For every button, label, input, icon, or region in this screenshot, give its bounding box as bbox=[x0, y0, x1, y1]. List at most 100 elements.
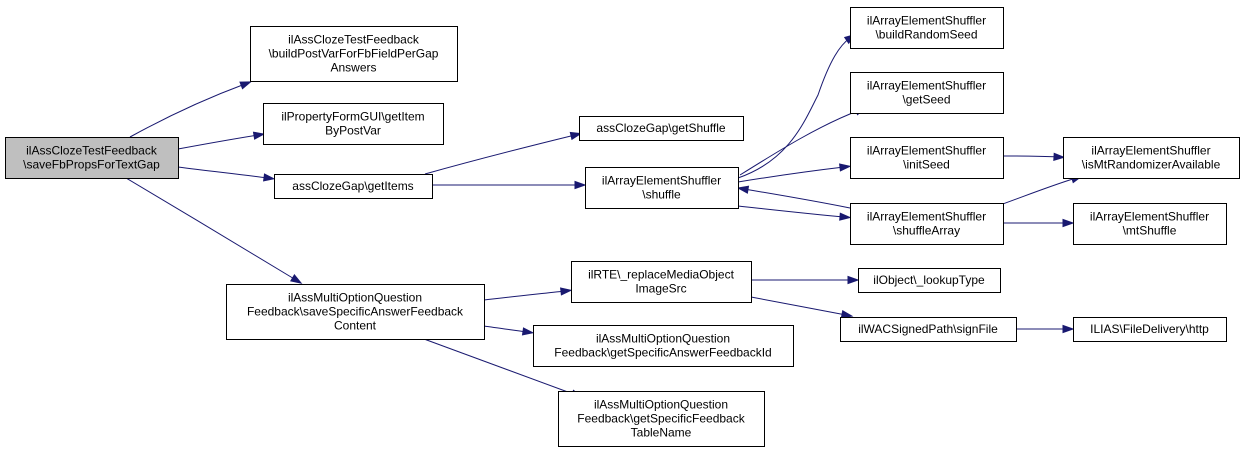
call-graph-nodes: ilAssClozeTestFeedback\saveFbPropsForTex… bbox=[5, 7, 1240, 447]
node-box bbox=[850, 72, 1004, 114]
edge-arrowhead bbox=[840, 310, 854, 319]
node-label-line: ilAssClozeTestFeedback bbox=[288, 33, 420, 47]
edge-arrowhead bbox=[736, 185, 750, 194]
node-label-line: ilArrayElementShuffler bbox=[602, 174, 721, 188]
edge-arrowhead bbox=[560, 287, 573, 296]
edge-root-to-getItems bbox=[177, 166, 276, 182]
node-label-line: \shuffle bbox=[642, 188, 681, 202]
node-lookupType[interactable]: ilObject\_lookupType bbox=[858, 268, 1001, 293]
edge-line bbox=[739, 109, 861, 176]
node-label-line: ilArrayElementShuffler bbox=[1091, 144, 1210, 158]
node-label-line: \saveFbPropsForTextGap bbox=[23, 158, 160, 172]
node-label-line: ImageSrc bbox=[635, 282, 686, 296]
edge-arrowhead bbox=[263, 173, 276, 182]
edge-line bbox=[423, 338, 577, 396]
edge-line bbox=[1002, 155, 1059, 158]
node-box bbox=[1073, 203, 1227, 245]
node-label-line: assClozeGap\getShuffle bbox=[596, 121, 726, 135]
node-initSeed[interactable]: ilArrayElementShuffler\initSeed bbox=[850, 137, 1004, 179]
edge-arrowhead bbox=[239, 81, 253, 90]
edge-line bbox=[737, 205, 845, 218]
edge-shuffleArray-to-shuffle bbox=[736, 185, 851, 209]
node-getSpecificAnswerFeedbackId[interactable]: ilAssMultiOptionQuestionFeedback\getSpec… bbox=[533, 325, 794, 367]
edge-arrowhead bbox=[574, 180, 587, 190]
node-box bbox=[1063, 137, 1240, 179]
node-box bbox=[250, 26, 458, 82]
node-getSeed[interactable]: ilArrayElementShuffler\getSeed bbox=[850, 72, 1004, 114]
node-label-line: ilArrayElementShuffler bbox=[867, 14, 986, 28]
edge-line bbox=[483, 325, 528, 333]
node-shuffleArray[interactable]: ilArrayElementShuffler\shuffleArray bbox=[850, 203, 1004, 245]
node-box bbox=[840, 317, 1017, 342]
node-label-line: assClozeGap\getItems bbox=[292, 179, 413, 193]
edge-line bbox=[483, 290, 566, 301]
node-box bbox=[558, 391, 765, 447]
node-box bbox=[263, 103, 444, 145]
edge-line bbox=[737, 37, 851, 179]
node-getItems[interactable]: assClozeGap\getItems bbox=[274, 174, 433, 199]
node-box bbox=[858, 268, 1001, 293]
edge-line bbox=[177, 166, 269, 179]
node-label-line: ilAssMultiOptionQuestion bbox=[596, 332, 730, 346]
node-root[interactable]: ilAssClozeTestFeedback\saveFbPropsForTex… bbox=[5, 137, 179, 179]
edge-shuffle-to-getSeed bbox=[739, 107, 868, 176]
edge-arrowhead bbox=[1053, 152, 1066, 161]
node-label-line: ilWACSignedPath\signFile bbox=[858, 322, 998, 336]
node-getShuffle[interactable]: assClozeGap\getShuffle bbox=[579, 116, 744, 141]
edge-arrowhead bbox=[252, 131, 266, 140]
node-box bbox=[585, 167, 739, 209]
node-label-line: \mtShuffle bbox=[1123, 224, 1177, 238]
edge-line bbox=[129, 83, 246, 138]
node-label-line: ilArrayElementShuffler bbox=[1090, 210, 1209, 224]
edge-shuffleArray-to-isMtRandomizerAvailable bbox=[999, 175, 1084, 206]
edge-line bbox=[743, 188, 851, 209]
node-saveSpecific[interactable]: ilAssMultiOptionQuestionFeedback\saveSpe… bbox=[226, 284, 485, 340]
edge-arrowhead bbox=[839, 163, 852, 172]
node-label-line: \buildRandomSeed bbox=[875, 28, 977, 42]
node-label-line: ilRTE\_replaceMediaObject bbox=[588, 268, 735, 282]
node-box bbox=[850, 7, 1004, 49]
node-label-line: Feedback\saveSpecificAnswerFeedback bbox=[247, 305, 464, 319]
edge-root-to-getItemByPostVar bbox=[177, 131, 266, 150]
node-signFile[interactable]: ilWACSignedPath\signFile bbox=[840, 317, 1017, 342]
edge-replaceMedia-to-signFile bbox=[750, 296, 854, 319]
node-label-line: ilAssMultiOptionQuestion bbox=[594, 398, 728, 412]
node-label-line: ilAssClozeTestFeedback bbox=[26, 144, 158, 158]
edge-initSeed-to-isMtRandomizerAvailable bbox=[1002, 152, 1066, 161]
edge-arrowhead bbox=[847, 275, 860, 285]
node-buildPostVar[interactable]: ilAssClozeTestFeedback\buildPostVarForFb… bbox=[250, 26, 458, 82]
node-label-line: ilArrayElementShuffler bbox=[867, 79, 986, 93]
node-http[interactable]: ILIAS\FileDelivery\http bbox=[1073, 317, 1227, 342]
edge-arrowhead bbox=[290, 274, 303, 284]
edge-shuffle-to-shuffleArray bbox=[737, 205, 852, 221]
node-shuffle[interactable]: ilArrayElementShuffler\shuffle bbox=[585, 167, 739, 209]
edge-line bbox=[737, 166, 845, 183]
node-label-line: \initSeed bbox=[903, 158, 950, 172]
edge-arrowhead bbox=[569, 131, 583, 141]
node-box bbox=[226, 284, 485, 340]
node-getSpecificFeedbackTableName[interactable]: ilAssMultiOptionQuestionFeedback\getSpec… bbox=[558, 391, 765, 447]
node-box bbox=[579, 116, 744, 141]
edge-line bbox=[750, 296, 847, 316]
node-buildRandomSeed[interactable]: ilArrayElementShuffler\buildRandomSeed bbox=[850, 7, 1004, 49]
node-label-line: ILIAS\FileDelivery\http bbox=[1090, 322, 1209, 336]
edge-line bbox=[424, 134, 576, 175]
node-label-line: Feedback\getSpecificFeedback bbox=[577, 412, 745, 426]
edge-shuffleArray-to-mtShuffle bbox=[1002, 218, 1075, 228]
edge-root-to-saveSpecific bbox=[125, 177, 303, 284]
node-label-line: ilArrayElementShuffler bbox=[867, 144, 986, 158]
node-label-line: Feedback\getSpecificAnswerFeedbackId bbox=[554, 346, 771, 360]
node-isMtRandomizerAvailable[interactable]: ilArrayElementShuffler\isMtRandomizerAva… bbox=[1063, 137, 1240, 179]
edge-shuffle-to-initSeed bbox=[737, 163, 852, 183]
edge-saveSpecific-to-getSpecificAnswerFeedbackId bbox=[483, 325, 535, 336]
node-label-line: ilPropertyFormGUI\getItem bbox=[281, 110, 424, 124]
node-label-line: ilObject\_lookupType bbox=[873, 273, 985, 287]
edge-root-to-buildPostVar bbox=[129, 81, 253, 138]
node-mtShuffle[interactable]: ilArrayElementShuffler\mtShuffle bbox=[1073, 203, 1227, 245]
node-box bbox=[5, 137, 179, 179]
node-label-line: \buildPostVarForFbFieldPerGap bbox=[269, 47, 439, 61]
edge-line bbox=[125, 177, 297, 281]
